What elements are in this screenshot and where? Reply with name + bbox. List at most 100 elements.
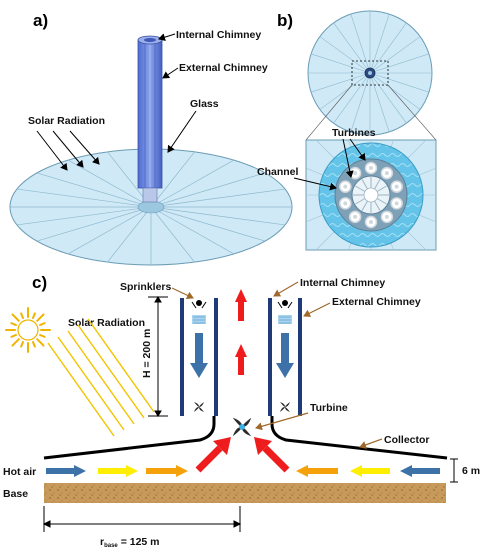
right-external-wall (298, 298, 302, 416)
turbine-blade (199, 402, 204, 408)
radiation-arrow-1 (36, 130, 68, 171)
red-up-arrow-2 (235, 344, 247, 375)
core-fin (355, 185, 366, 192)
turbine-hub (343, 184, 348, 189)
radius-label: rbase = 125 m (100, 536, 160, 549)
right-collector (270, 416, 448, 460)
inflow-arrow (296, 465, 338, 477)
red-diagonal-arrow-left (195, 437, 231, 473)
sun-ray (11, 338, 20, 347)
left-gap-turbine-icon (194, 402, 204, 412)
glass-label: Glass (190, 98, 219, 110)
left-collector (43, 416, 216, 460)
sun-ray (36, 313, 45, 322)
tower-base-ring (137, 200, 165, 214)
inflow-arrows (46, 465, 440, 477)
internal-chimney-label-c: Internal Chimney (300, 277, 385, 289)
internal-chimney-label: Internal Chimney (176, 29, 261, 41)
turbine-blade (280, 406, 285, 412)
height-label: H = 200 m (141, 329, 153, 378)
core-fin (361, 200, 368, 211)
sun-ray (31, 312, 36, 319)
turbine-blade (284, 407, 290, 412)
turbine-blade (241, 427, 252, 437)
turbine-blade (285, 402, 290, 408)
turbine-hub (369, 166, 373, 170)
collector-top-spoke (369, 53, 430, 74)
collector-top-spoke (369, 13, 390, 74)
left-internal-wall (180, 298, 184, 416)
collector-spoke (67, 206, 152, 255)
radiation-arrow-3 (69, 130, 100, 165)
inflow-arrow (350, 465, 390, 477)
hot-air-label: Hot air (3, 466, 36, 478)
collector-leader (359, 438, 383, 449)
collector-top-spoke (369, 72, 390, 133)
core-fin (355, 198, 366, 205)
collector-top-spoke (369, 72, 430, 93)
gap-dimension (450, 458, 458, 483)
core-fin (376, 198, 387, 205)
collector-spoke (150, 206, 266, 242)
collector-spoke (150, 206, 235, 255)
turbines-leader-1 (342, 138, 354, 178)
turbines-label: Turbines (332, 127, 376, 139)
collector-top-spoke (369, 72, 421, 110)
sun-ray (36, 338, 45, 347)
turbine-hub (353, 214, 358, 219)
radiation-rays (47, 318, 155, 437)
right-spray-icon (278, 315, 292, 324)
collector-spoke (150, 159, 235, 208)
collector-top-spokes (308, 11, 432, 135)
left-external-wall (214, 298, 218, 416)
external-chimney-leader-c (303, 302, 331, 317)
red-up-arrow-1 (235, 289, 247, 321)
sun-ray (10, 333, 17, 338)
internal-chimney-leader-c (273, 281, 299, 297)
solar-radiation-label-c: Solar Radiation (68, 317, 145, 329)
collector-top-spoke (333, 22, 371, 74)
panel-c: c) Solar Radiation (3, 273, 480, 549)
collector-top-spoke (350, 72, 371, 133)
external-chimney-leader (162, 67, 179, 79)
collector-spoke (150, 172, 266, 208)
collector-top-spoke (319, 36, 371, 74)
height-dimension (148, 296, 168, 417)
radius-subscript: base (104, 543, 118, 549)
turbine-leader (255, 412, 309, 431)
right-down-arrow (276, 333, 294, 378)
inflow-arrow (400, 465, 440, 477)
sun-ray (39, 322, 46, 327)
turbine-hub (394, 201, 399, 206)
collector-top-spoke (310, 53, 371, 74)
core-fin (374, 179, 381, 190)
turbine-hub (384, 214, 389, 219)
right-gap-turbine-icon (280, 402, 290, 412)
internal-chimney-leader (158, 33, 176, 42)
panel-b: b) Turbines Channel (257, 10, 437, 251)
external-chimney-label-c: External Chimney (332, 296, 421, 308)
panel-a: a) Internal Chimney External Chimney Gla… (9, 11, 293, 266)
inflow-arrow (146, 465, 188, 477)
collector-spoke (150, 206, 286, 226)
radius-value: = 125 m (118, 536, 160, 548)
collector-top-spoke (319, 72, 371, 110)
external-chimney-label: External Chimney (179, 62, 268, 74)
turbine-hub (369, 220, 373, 224)
central-turbine-icon (232, 417, 252, 437)
sun-ray (39, 333, 46, 338)
collector-spoke (150, 151, 195, 208)
radiation-arrow-2 (52, 130, 84, 168)
sun-ray (10, 322, 17, 327)
sun-ray (20, 341, 25, 348)
base-label: Base (3, 488, 28, 500)
collector-spoke (36, 172, 152, 208)
collector-label: Collector (384, 434, 430, 446)
turbine-blade (280, 402, 286, 407)
right-sprinkler-icon (277, 300, 293, 309)
collector-spoke (67, 159, 152, 208)
turbine-blade (232, 417, 243, 427)
sprinklers-leader (171, 287, 194, 300)
panel-b-label: b) (277, 11, 293, 30)
